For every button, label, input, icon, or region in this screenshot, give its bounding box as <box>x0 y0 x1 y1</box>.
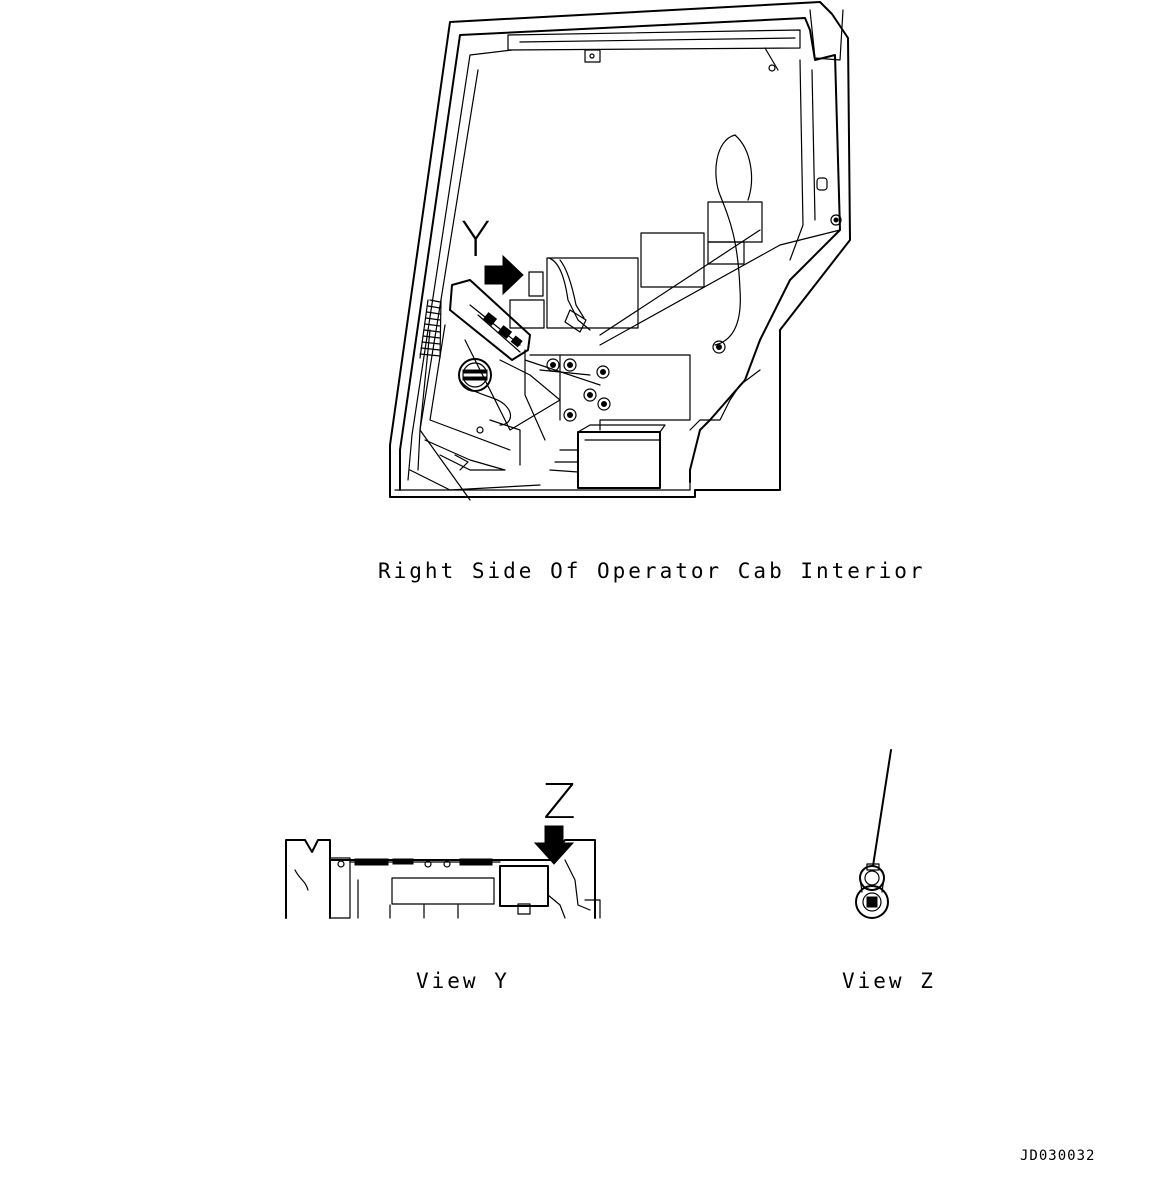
drawing-code: JD030032 <box>1020 1148 1095 1164</box>
arrow-right-icon <box>484 254 524 296</box>
view-z-caption: View Z <box>842 969 936 993</box>
marker-y: Y <box>461 212 524 296</box>
cab-interior-drawing <box>389 1 851 501</box>
mounting-bolts <box>546 358 611 422</box>
marker-y-label: Y <box>461 212 490 268</box>
main-view-caption: Right Side Of Operator Cab Interior <box>378 559 926 583</box>
spring <box>419 299 442 359</box>
view-y-caption: View Y <box>416 969 510 993</box>
marker-z-label: Z <box>543 774 576 830</box>
marker-z: Z <box>533 774 576 865</box>
arrow-down-icon <box>533 825 575 865</box>
view-z-drawing <box>855 749 892 919</box>
